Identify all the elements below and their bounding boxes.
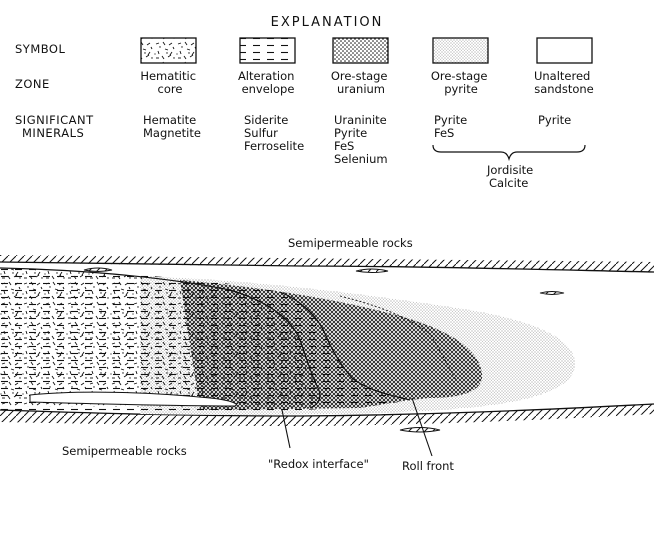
zone-area-hematitic-core xyxy=(0,268,320,408)
row-label-symbol: SYMBOL xyxy=(15,42,65,56)
minerals-hematitic-core: Hematite Magnetite xyxy=(143,113,201,140)
symbol-ore-stage-pyrite xyxy=(432,37,489,64)
row-label-minerals-1: SIGNIFICANT xyxy=(15,113,94,127)
symbol-unaltered-sandstone xyxy=(536,37,593,64)
alteration-boundary-line xyxy=(279,291,411,401)
zone-unaltered-sandstone: Unaltered sandstone xyxy=(534,69,594,96)
minerals-alteration-envelope: Siderite Sulfur Ferroselite xyxy=(244,113,304,153)
label-bottom-semipermeable: Semipermeable rocks xyxy=(62,444,187,458)
zone-ore-stage-uranium: Ore-stage uranium xyxy=(331,69,391,96)
label-top-semipermeable: Semipermeable rocks xyxy=(288,236,413,250)
shared-minerals-brace xyxy=(432,144,586,162)
zone-hematitic-core: Hematitic core xyxy=(140,69,199,96)
shared-minerals: Jordisite Calcite xyxy=(486,163,537,190)
redox-interface-line xyxy=(0,267,321,409)
minerals-ore-stage-uranium: Uraninite Pyrite FeS Selenium xyxy=(334,113,390,166)
lower-alteration-lens xyxy=(29,391,237,407)
lower-contact-line xyxy=(0,403,654,417)
symbol-alteration-envelope xyxy=(239,37,296,64)
redox-leader-line xyxy=(281,409,291,449)
upper-lens xyxy=(539,291,565,295)
upper-contact-line xyxy=(0,261,654,273)
upper-lens xyxy=(83,267,113,272)
zone-alteration-envelope: Alteration envelope xyxy=(238,69,298,96)
minerals-ore-stage-pyrite: Pyrite FeS xyxy=(434,113,471,140)
row-label-minerals-2: MINERALS xyxy=(22,126,84,140)
roll-front-leader-line xyxy=(411,397,433,457)
row-label-zone: ZONE xyxy=(15,77,50,91)
minerals-unaltered-sandstone: Pyrite xyxy=(538,113,571,127)
zone-ore-stage-pyrite: Ore-stage pyrite xyxy=(431,69,491,96)
symbol-hematitic-core xyxy=(140,37,197,64)
label-roll-front: Roll front xyxy=(402,459,454,473)
label-redox-interface: "Redox interface" xyxy=(268,457,369,471)
lower-semipermeable-hatch xyxy=(0,404,654,426)
upper-lens xyxy=(355,268,389,273)
explanation-title: EXPLANATION xyxy=(271,15,384,30)
symbol-ore-stage-uranium xyxy=(332,37,389,64)
lower-lens xyxy=(399,427,441,433)
